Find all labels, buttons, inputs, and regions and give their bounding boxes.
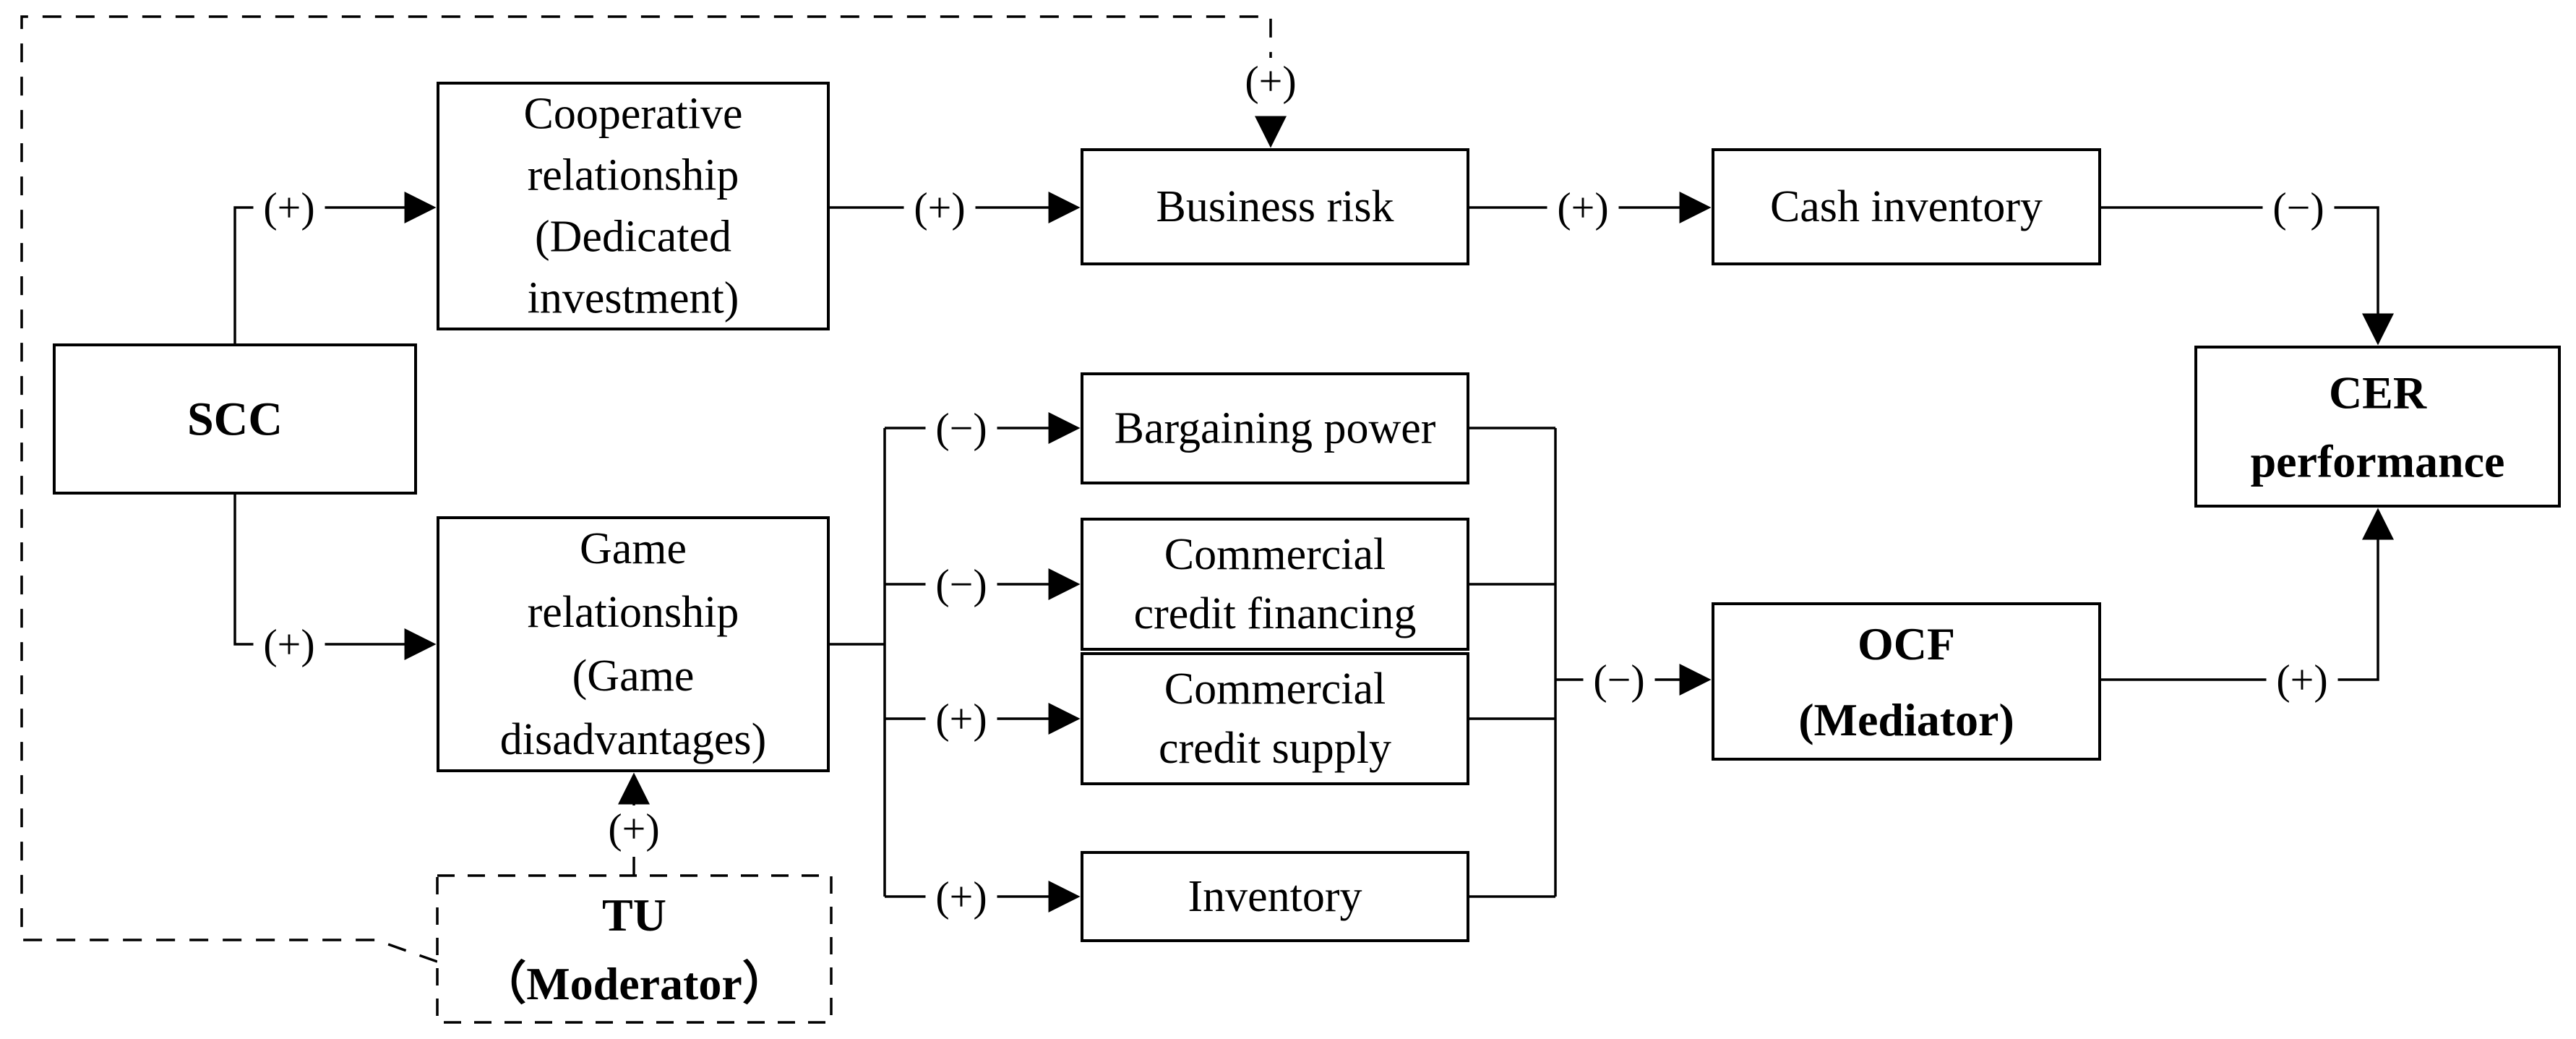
edge-label-inventory-sign: (+) (925, 873, 997, 920)
edge-sign-text: (+) (608, 805, 659, 852)
node-inventory-box (1081, 851, 1469, 942)
node-scc-label: SCC (187, 393, 283, 445)
edge-label-credit-supply-sign: (+) (925, 696, 997, 743)
node-tu-moderator: TU（Moderator） (436, 874, 833, 1024)
edge-tu-moderation-path (20, 15, 1287, 963)
edge-label-backing (903, 184, 976, 231)
edge-label-backing (253, 621, 325, 667)
edge-label-backing (925, 696, 997, 742)
edge-sign-text: (−) (935, 561, 987, 608)
edge-sign-text: (−) (935, 405, 987, 452)
edge-label-backing (598, 805, 670, 852)
edge-label-credit-financing-sign: (−) (925, 561, 997, 608)
edge-label-cooperative-business-risk-sign: (+) (903, 184, 976, 231)
edge-label-backing (2266, 657, 2338, 703)
edges-layer (20, 15, 2394, 963)
edge-label-backing (925, 873, 997, 920)
node-tu-moderator-label: TU（Moderator） (480, 889, 789, 1009)
node-cer-performance-box (2194, 346, 2561, 508)
edge-label-scc-game-sign: (+) (253, 621, 325, 668)
edge-sign-text: (+) (2276, 657, 2327, 704)
node-business-risk-label: Business risk (1156, 182, 1394, 231)
node-bargaining-power-label: Bargaining power (1115, 404, 1436, 453)
edge-label-backing (925, 405, 997, 451)
node-bargaining-power-box (1081, 372, 1469, 484)
node-inventory-label: Inventory (1188, 872, 1362, 921)
edge-sign-text: (−) (2272, 184, 2324, 231)
edge-label-ocf-cer-sign: (+) (2266, 657, 2338, 704)
edge-label-tu-business-risk-sign: (+) (1235, 58, 1307, 105)
node-tu-moderator-box (436, 874, 833, 1024)
edge-label-backing (1547, 184, 1619, 231)
node-commercial-credit-financing-box (1081, 518, 1469, 651)
edge-cash-inventory-to-cer (2100, 206, 2394, 346)
edge-label-bargaining-power-sign: (−) (925, 405, 997, 452)
edge-sign-text: (+) (1557, 184, 1608, 231)
edge-label-backing (253, 184, 325, 231)
edge-label-backing (1235, 58, 1307, 104)
edge-label-scc-cooperative-sign: (+) (253, 184, 325, 231)
edge-label-business-risk-cash-inventory-sign: (+) (1547, 184, 1619, 231)
node-inventory: Inventory (1081, 851, 1469, 942)
node-ocf-mediator: OCF(Mediator) (1712, 602, 2101, 761)
node-cash-inventory-box (1712, 148, 2101, 265)
node-commercial-credit-supply-box (1081, 652, 1469, 785)
edge-sign-text: (+) (935, 696, 987, 743)
node-scc-box (53, 343, 417, 495)
edge-sign-text: (−) (1593, 657, 1644, 704)
node-game-relationship-box (437, 516, 830, 772)
node-cooperative-relationship-box (437, 82, 830, 330)
edge-label-cash-inventory-cer-sign: (−) (2262, 184, 2335, 231)
edge-label-backing (1583, 657, 1655, 703)
node-ocf-mediator-box (1712, 602, 2101, 761)
node-scc: SCC (53, 343, 417, 495)
edge-sign-text: (+) (1245, 58, 1296, 105)
edge-label-ocf-in-sign: (−) (1583, 657, 1655, 704)
node-cash-inventory-label: Cash inventory (1770, 182, 2043, 231)
edge-labels-layer: (+) (+) (+) (+) (−) (+) (+) (−) (−) (+) (+) (−) (+) (253, 58, 2338, 920)
node-business-risk-box (1081, 148, 1469, 265)
edge-sign-text: (+) (935, 873, 987, 920)
node-business-risk: Business risk (1081, 148, 1469, 265)
edge-sign-text: (+) (263, 621, 314, 668)
node-bargaining-power: Bargaining power (1081, 372, 1469, 484)
edge-scc-to-game (233, 493, 437, 660)
edge-scc-to-cooperative (233, 192, 437, 345)
edge-label-backing (925, 561, 997, 607)
edge-label-tu-game-sign: (+) (598, 805, 670, 852)
edge-sign-text: (+) (914, 184, 965, 231)
node-cash-inventory: Cash inventory (1712, 148, 2101, 265)
node-ocf-mediator-label: OCF(Mediator) (1798, 618, 2014, 745)
edge-label-backing (2262, 184, 2335, 231)
edge-ocf-to-cer (2100, 508, 2394, 681)
edge-sign-text: (+) (263, 184, 314, 231)
